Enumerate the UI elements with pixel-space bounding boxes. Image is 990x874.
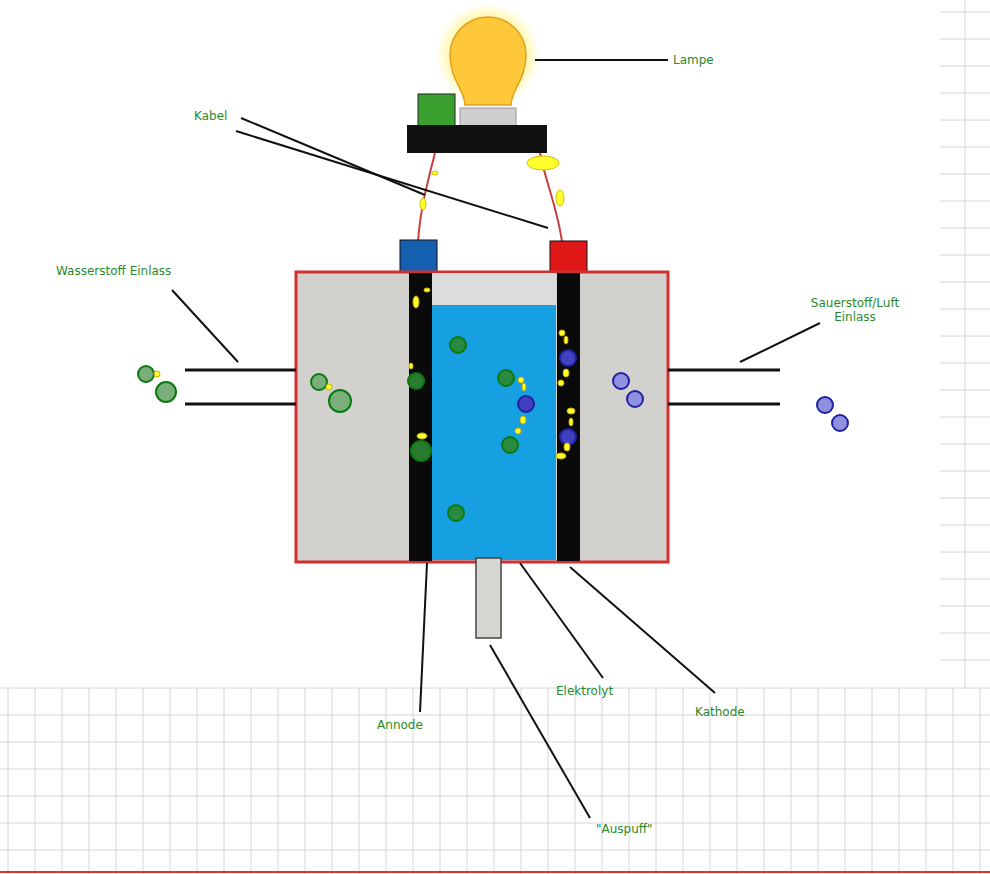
anode xyxy=(409,273,432,561)
electrolyte xyxy=(432,305,556,560)
leader-lines xyxy=(172,60,820,818)
part-label: Sauerstoff/Luft Einlass xyxy=(800,296,910,324)
part-label: Elektrolyt xyxy=(556,684,613,698)
part-label: Annode xyxy=(377,718,423,732)
part-label: "Auspuff" xyxy=(596,822,653,836)
part-label: Wasserstoff Einlass xyxy=(56,264,171,278)
part-label: Kathode xyxy=(695,705,745,719)
fuel-cell-housing xyxy=(296,272,668,562)
part-label: Kabel xyxy=(194,109,227,123)
exhaust xyxy=(476,558,501,638)
cathode xyxy=(557,273,580,561)
lamp-bulb xyxy=(450,17,526,105)
part-label: Lampe xyxy=(673,53,714,67)
